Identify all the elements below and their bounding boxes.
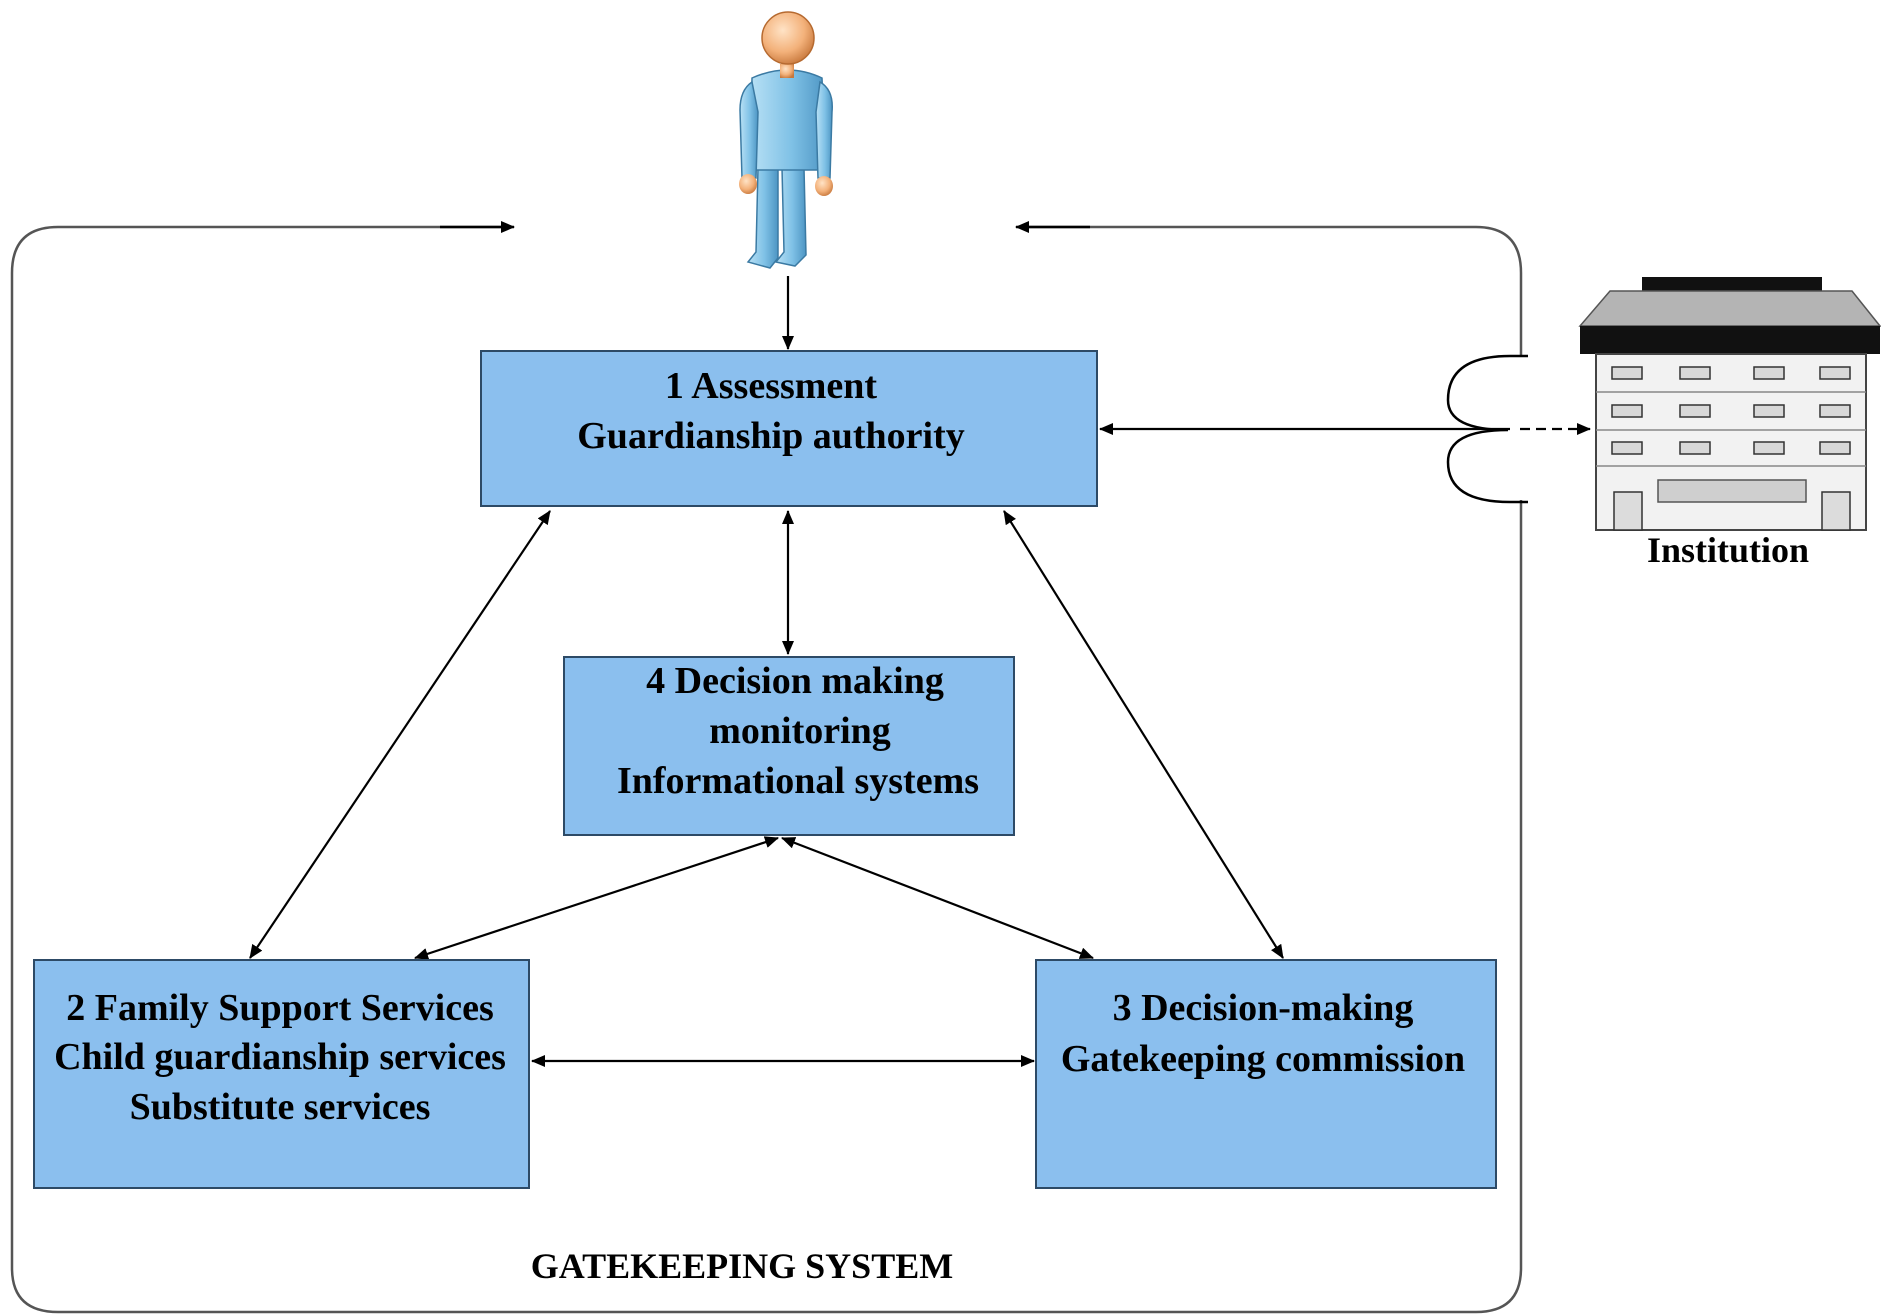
box-family-support: 2 Family Support Services Child guardian…	[33, 959, 530, 1189]
system-boundary	[10, 225, 1523, 1314]
arrow-assessment-family-support	[249, 510, 551, 959]
box-decision-gatekeeping-line-1: 3 Decision-making	[1113, 987, 1414, 1029]
person-icon	[739, 11, 833, 269]
building-icon	[1578, 277, 1881, 531]
box-decision-gatekeeping: 3 Decision-making Gatekeeping commission	[1035, 959, 1497, 1189]
box-decision-monitoring-line-3: Informational systems	[617, 760, 979, 802]
system-label: GATEKEEPING SYSTEM	[531, 1246, 953, 1286]
institution-label: Institution	[1647, 530, 1809, 570]
box-decision-gatekeeping-line-2: Gatekeeping commission	[1061, 1038, 1465, 1080]
box-decision-monitoring-line-1: 4 Decision making	[646, 660, 944, 702]
box-family-support-line-2: Child guardianship services	[54, 1036, 506, 1078]
box-decision-monitoring: 4 Decision making monitoring Information…	[563, 656, 1015, 836]
box-assessment-line-1: 1 Assessment	[665, 365, 878, 407]
box-assessment-line-2: Guardianship authority	[577, 415, 965, 457]
system-boundary-upper-right	[1018, 225, 1523, 356]
arrow-monitoring-decision-gatekeeping	[781, 836, 1094, 960]
box-family-support-line-3: Substitute services	[130, 1086, 431, 1128]
box-decision-monitoring-line-2: monitoring	[709, 710, 891, 752]
arrow-monitoring-family-support	[414, 836, 779, 960]
box-assessment: 1 Assessment Guardianship authority	[480, 350, 1098, 507]
box-family-support-line-1: 2 Family Support Services	[66, 987, 493, 1029]
arrow-assessment-decision-gatekeeping	[1003, 510, 1284, 959]
